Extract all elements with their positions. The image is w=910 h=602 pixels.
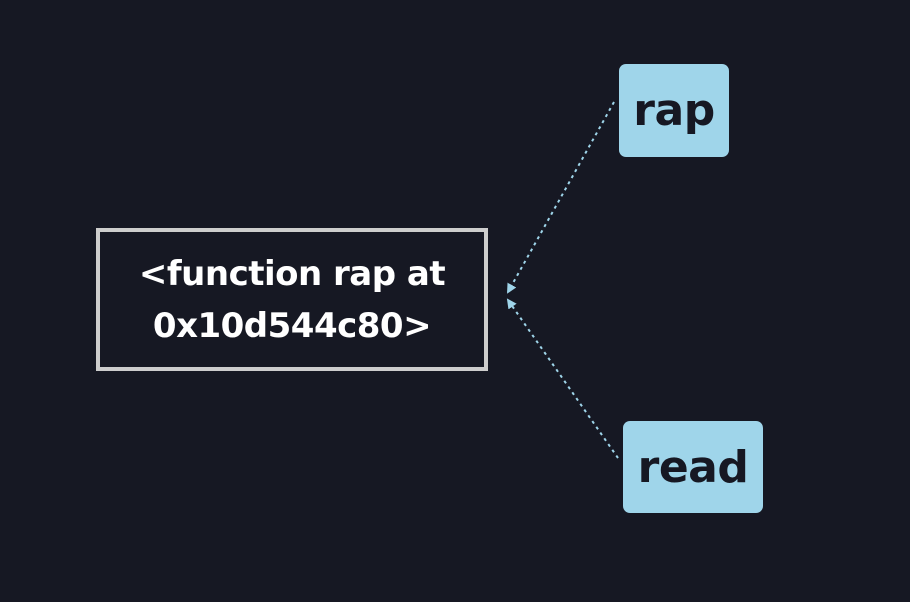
arrow-rap-to-object: [507, 101, 615, 294]
name-read-label: read: [637, 441, 749, 493]
arrow-read-to-object: [506, 298, 619, 459]
function-object-label: <function rap at 0x10d544c80>: [138, 253, 446, 346]
function-object-box: <function rap at 0x10d544c80>: [96, 228, 488, 371]
name-read-box: read: [623, 421, 763, 513]
name-rap-box: rap: [619, 64, 729, 157]
name-rap-label: rap: [633, 85, 715, 136]
